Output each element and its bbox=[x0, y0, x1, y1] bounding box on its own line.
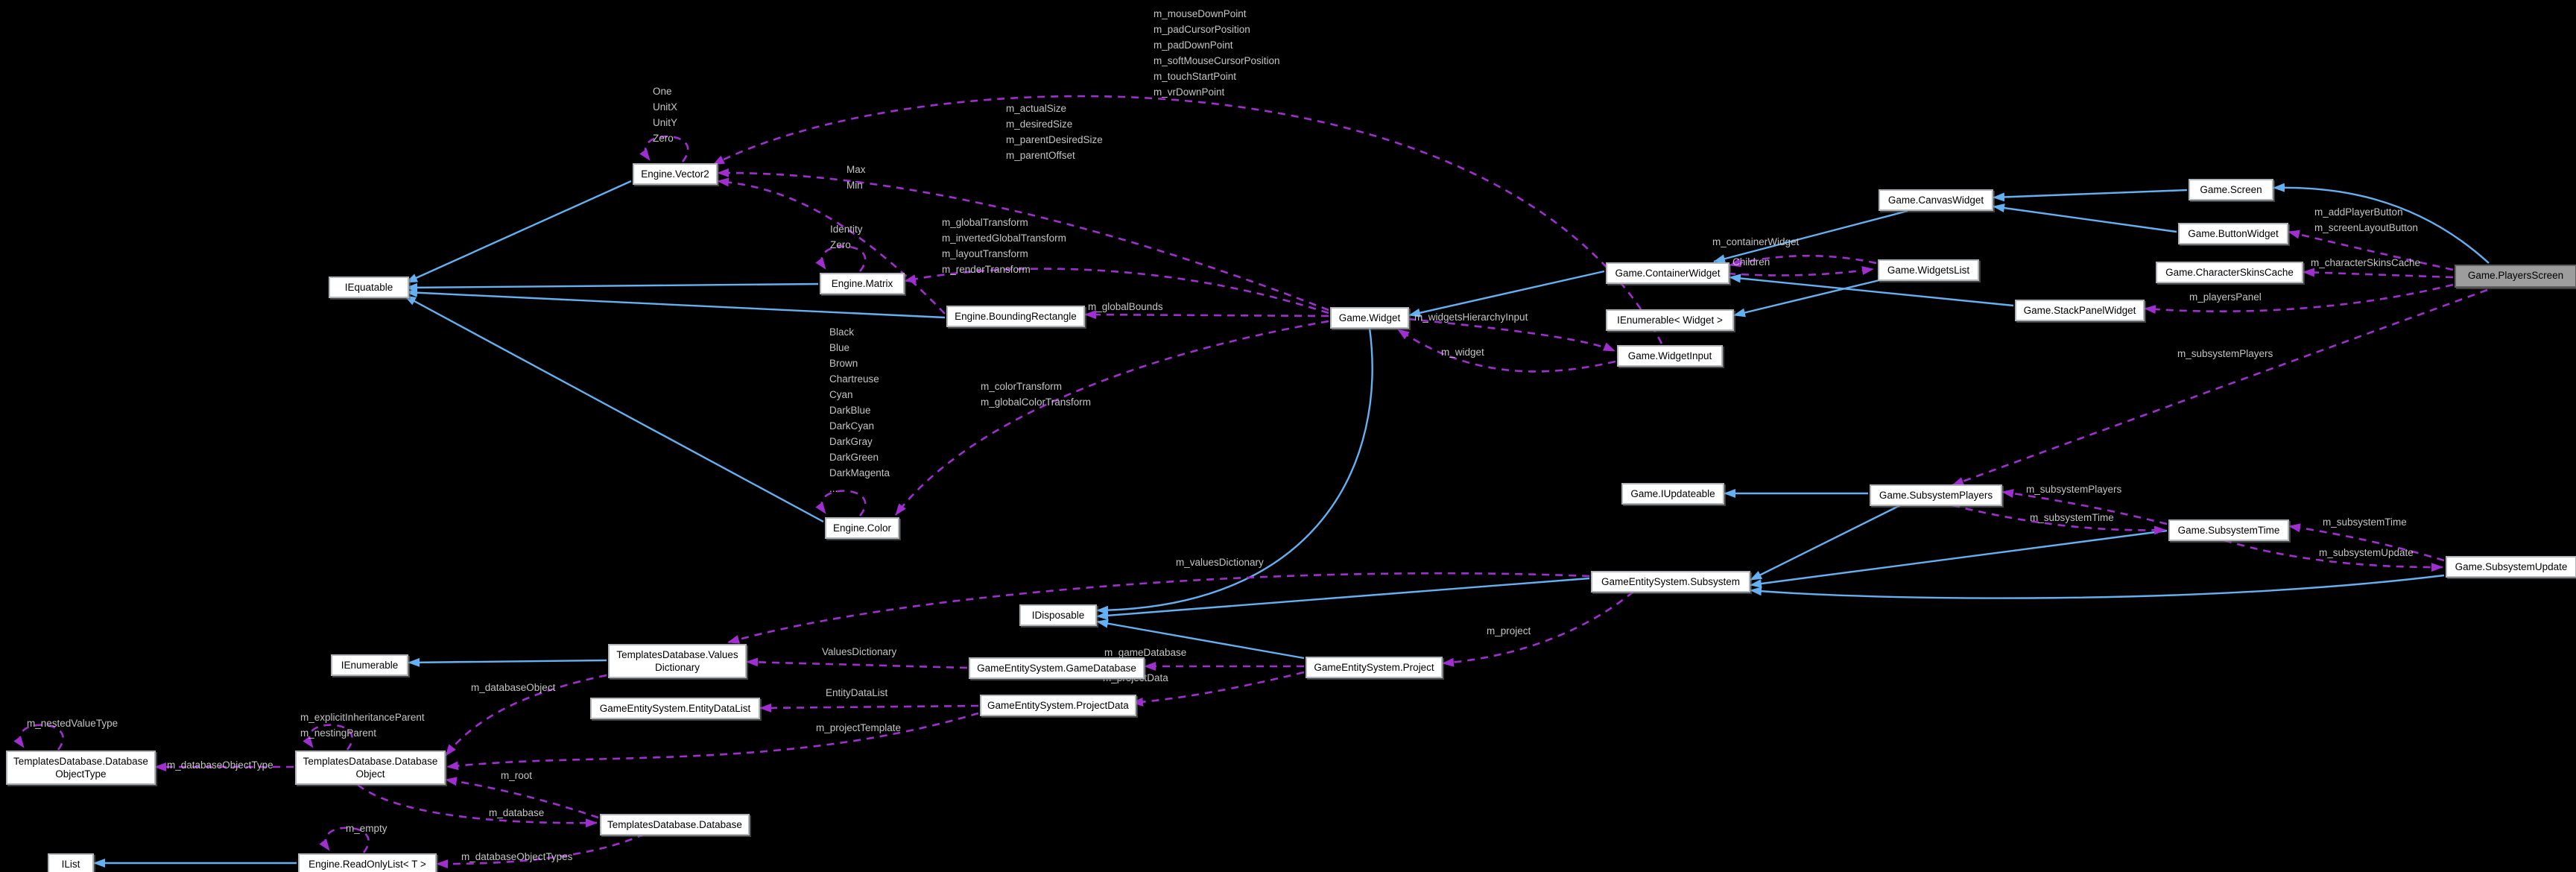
node-boundingrect[interactable]: Engine.BoundingRectangle bbox=[946, 306, 1085, 327]
usage-edge-playersscreen-to-skinscache bbox=[2303, 268, 2454, 279]
node-entitydatalist[interactable]: GameEntitySystem.EntityDataList bbox=[590, 698, 760, 719]
usage-edge-widgetinput-to-widget bbox=[1397, 328, 1616, 373]
inheritance-edge-subsystemtime-to-subsystem bbox=[1750, 529, 2168, 589]
node-subsystemplayers[interactable]: Game.SubsystemPlayers bbox=[1870, 484, 2002, 506]
node-gamedatabase[interactable]: GameEntitySystem.GameDatabase bbox=[969, 657, 1145, 679]
node-buttonwidget[interactable]: Game.ButtonWidget bbox=[2178, 223, 2288, 244]
node-valuesdict[interactable]: TemplatesDatabase.Values Dictionary bbox=[608, 644, 747, 678]
node-ienum_widget[interactable]: IEnumerable< Widget > bbox=[1606, 309, 1734, 331]
usage-edge-dbobject-to-dbobject bbox=[303, 724, 353, 751]
usage-edge-color-to-color bbox=[815, 490, 867, 516]
usage-edge-playersscreen-to-buttonwidget bbox=[2288, 230, 2454, 271]
usage-edge-subsystemtime-to-subsystemupdate bbox=[2224, 539, 2443, 572]
usage-edge-projectdata-to-dbobject bbox=[446, 712, 979, 771]
node-ienumerable[interactable]: IEnumerable bbox=[331, 654, 408, 676]
inheritance-edge-matrix-to-iequatable bbox=[405, 282, 819, 292]
node-vector2[interactable]: Engine.Vector2 bbox=[633, 163, 718, 185]
usage-edge-subsystem-to-project bbox=[1442, 590, 1634, 667]
usage-edge-subsystemupdate-to-subsystemtime bbox=[2288, 523, 2445, 562]
node-subsystemupdate[interactable]: Game.SubsystemUpdate bbox=[2446, 556, 2576, 578]
inheritance-edge-color-to-iequatable bbox=[404, 294, 824, 523]
node-project[interactable]: GameEntitySystem.Project bbox=[1306, 657, 1443, 678]
node-color[interactable]: Engine.Color bbox=[825, 517, 899, 539]
node-widgetinput[interactable]: Game.WidgetInput bbox=[1617, 345, 1723, 367]
usage-edge-readonlylist-to-readonlylist bbox=[319, 827, 370, 853]
node-stackpanel[interactable]: Game.StackPanelWidget bbox=[2015, 300, 2145, 321]
inheritance-edge-screen-to-canvaswidget bbox=[1993, 189, 2188, 202]
node-skinscache[interactable]: Game.CharacterSkinsCache bbox=[2156, 262, 2303, 283]
usage-edge-widget-to-boundingrect bbox=[1084, 310, 1329, 320]
inheritance-edge-widget-to-idisposable bbox=[1096, 327, 1373, 615]
usage-edge-widgetslist-to-containerwidget bbox=[1729, 254, 1877, 268]
usage-edge-vector2-to-vector2 bbox=[639, 135, 689, 162]
usage-edge-projectdata-to-entitydatalist bbox=[759, 703, 979, 713]
usage-edge-gamedatabase-to-valuesdict bbox=[746, 657, 968, 669]
inheritance-edge-project-to-idisposable bbox=[1096, 619, 1305, 660]
usage-edge-playersscreen-to-subsystemplayers bbox=[1952, 288, 2488, 487]
usage-edge-subsystemtime-to-subsystemplayers bbox=[2001, 489, 2168, 525]
node-ilist[interactable]: IList bbox=[48, 853, 94, 872]
usage-edge-valuesdict-to-dbobject bbox=[444, 674, 607, 756]
inheritance-edge-subsystemplayers-to-subsystem bbox=[1750, 504, 1901, 581]
inheritance-edge-valuesdict-to-ienumerable bbox=[408, 657, 607, 667]
node-readonlylist[interactable]: Engine.ReadOnlyList< T > bbox=[298, 853, 437, 872]
inheritance-edge-vector2-to-iequatable bbox=[405, 180, 632, 284]
inheritance-edge-subsystem-to-idisposable bbox=[1096, 577, 1590, 620]
node-iequatable[interactable]: IEquatable bbox=[329, 277, 409, 298]
node-containerwidget[interactable]: Game.ContainerWidget bbox=[1606, 262, 1730, 284]
usage-edge-dbobject-to-database bbox=[357, 783, 598, 828]
node-subsystem[interactable]: GameEntitySystem.Subsystem bbox=[1591, 571, 1750, 593]
node-matrix[interactable]: Engine.Matrix bbox=[820, 273, 905, 294]
inheritance-edge-buttonwidget-to-canvaswidget bbox=[1993, 203, 2177, 233]
node-dbobjecttype[interactable]: TemplatesDatabase.Database ObjectType bbox=[6, 751, 156, 785]
inheritance-edge-boundingrect-to-iequatable bbox=[405, 288, 946, 319]
inheritance-edge-containerwidget-to-widget bbox=[1408, 270, 1605, 317]
node-widgetslist[interactable]: Game.WidgetsList bbox=[1878, 259, 1979, 281]
node-canvaswidget[interactable]: Game.CanvasWidget bbox=[1879, 189, 1993, 211]
usage-edge-project-to-projectdata bbox=[1131, 671, 1305, 707]
inheritance-edge-subsystemupdate-to-subsystem bbox=[1750, 574, 2445, 599]
node-projectdata[interactable]: GameEntitySystem.ProjectData bbox=[980, 695, 1136, 716]
usage-edge-dbobjecttype-to-dbobjecttype bbox=[13, 724, 64, 751]
usage-edge-subsystemplayers-to-subsystemtime bbox=[1952, 504, 2166, 535]
inheritance-edge-canvaswidget-to-containerwidget bbox=[1713, 209, 1908, 264]
usage-edge-widget-to-color bbox=[894, 320, 1329, 516]
usage-edge-matrix-to-matrix bbox=[815, 245, 867, 272]
node-iupdateable[interactable]: Game.IUpdateable bbox=[1621, 483, 1724, 505]
inheritance-edge-stackpanel-to-containerwidget bbox=[1729, 274, 2014, 307]
node-dbobject[interactable]: TemplatesDatabase.Database Object bbox=[295, 751, 446, 785]
node-subsystemtime[interactable]: Game.SubsystemTime bbox=[2168, 519, 2289, 541]
usage-edge-widget-to-widgetinput bbox=[1407, 317, 1615, 353]
usage-edge-widget-to-vector2 bbox=[717, 168, 1329, 312]
usage-edge-containerwidget-to-widgetslist bbox=[1727, 266, 1874, 277]
inheritance-edge-widgetslist-to-ienum_widget bbox=[1733, 279, 1880, 317]
node-widget[interactable]: Game.Widget bbox=[1330, 307, 1409, 329]
usage-edge-database-to-readonlylist bbox=[436, 832, 645, 869]
usage-edge-playersscreen-to-stackpanel bbox=[2144, 283, 2454, 315]
inheritance-edge-playersscreen-to-screen bbox=[2273, 183, 2490, 264]
node-idisposable[interactable]: IDisposable bbox=[1019, 604, 1097, 626]
node-database[interactable]: TemplatesDatabase.Database bbox=[600, 814, 750, 835]
node-playersscreen[interactable]: Game.PlayersScreen bbox=[2455, 265, 2576, 288]
usage-edge-database-to-dbobject bbox=[445, 777, 599, 819]
usage-edge-subsystem-to-valuesdict bbox=[727, 572, 1590, 644]
usage-edge-widget-to-matrix bbox=[904, 268, 1329, 315]
node-screen[interactable]: Game.Screen bbox=[2189, 179, 2273, 200]
usage-edge-widgetinput-to-vector2 bbox=[712, 95, 1663, 344]
